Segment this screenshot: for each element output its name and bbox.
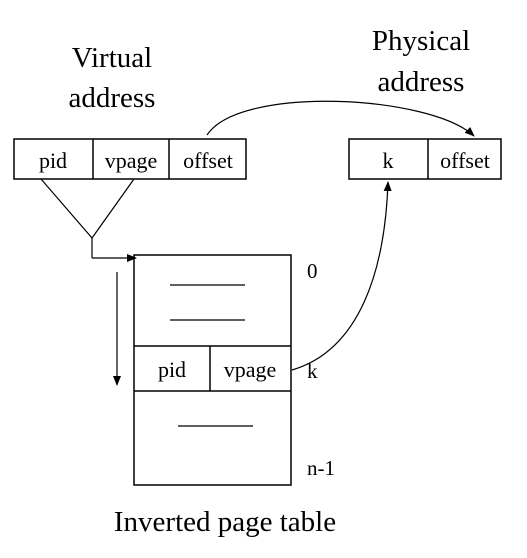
table-pid-field: pid [158,357,186,382]
offset-copy-arrow [206,100,475,137]
virtual-address-title-line1: Virtual [72,42,152,74]
physical-k-field: k [383,148,394,173]
table-index-match: k [307,359,318,383]
physical-address-title-line2: address [378,66,465,98]
virtual-pid-field: pid [39,148,67,173]
virtual-offset-field: offset [183,148,233,173]
inverted-page-table: pid vpage [133,254,292,486]
table-vpage-field: vpage [224,357,277,382]
table-index-bottom: n-1 [307,456,335,480]
physical-address-title-line1: Physical [372,25,470,57]
virtual-vpage-field: vpage [105,148,158,173]
virtual-address-box: pid vpage offset [13,138,247,180]
table-caption: Inverted page table [114,506,336,538]
frame-number-arrow [291,181,392,371]
virtual-address-title-line2: address [69,82,156,114]
physical-offset-field: offset [440,148,490,173]
hash-funnel [40,178,137,262]
table-index-top: 0 [307,259,318,283]
physical-address-box: k offset [348,138,502,180]
